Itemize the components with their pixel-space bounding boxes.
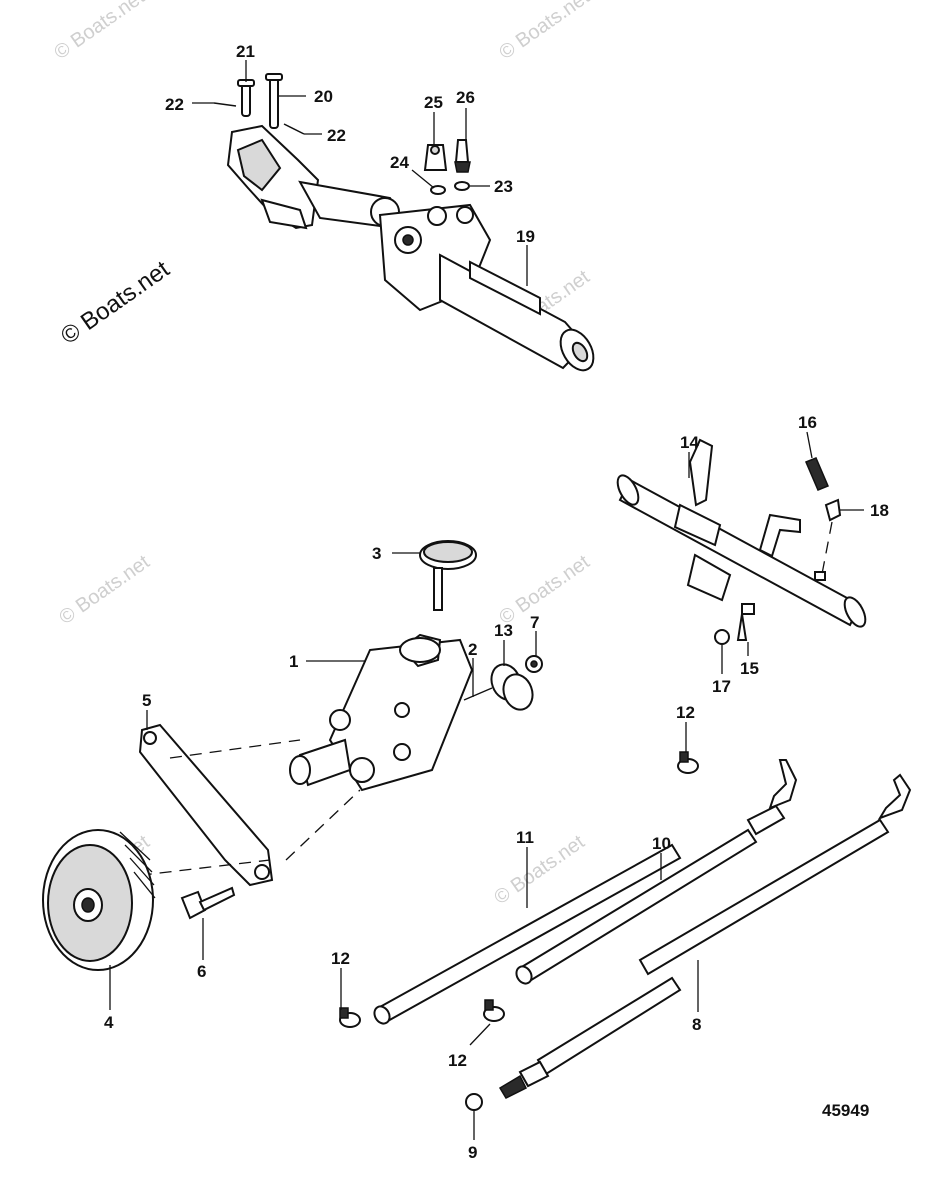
washer-17[interactable] [714,629,730,645]
callout-12: 12 [676,703,695,722]
hose-11[interactable] [371,843,682,1026]
cotter-pin-22-right[interactable] [283,123,305,135]
o-ring-9[interactable] [465,1093,483,1111]
callout-5: 5 [142,691,151,710]
cotter-pin-22-left[interactable] [213,102,237,107]
pin-20[interactable] [265,73,283,129]
hose-clamp-12-left[interactable] [339,1007,361,1028]
callout-10: 10 [652,834,671,853]
sensor-16[interactable] [805,457,829,491]
callout-11: 11 [516,828,534,847]
bolt-6[interactable] [180,886,236,920]
callout-8: 8 [692,1015,701,1034]
callout-4: 4 [104,1013,114,1032]
callout-25: 25 [424,93,443,112]
fitting-18[interactable] [824,498,842,522]
nut-7[interactable] [525,655,543,673]
hose-clamp-12-top[interactable] [677,751,699,774]
watermark-faint: © Boats.net [490,831,589,909]
dashed-line [169,739,301,759]
callout-13: 13 [494,621,513,640]
dashed-line [285,789,361,861]
watermark-faint: © Boats.net [495,551,594,629]
spacer-13[interactable] [487,660,538,713]
callout-15: 15 [740,659,759,678]
hose-8[interactable] [498,773,912,1099]
o-ring-24[interactable] [430,185,446,195]
callout-9: 9 [468,1143,477,1162]
callout-7: 7 [530,613,539,632]
callout-19: 19 [516,227,535,246]
pin-21[interactable] [237,79,255,117]
fitting-26[interactable] [454,139,471,173]
bracket-5[interactable] [138,723,274,887]
callout-24: 24 [390,153,409,172]
fitting-25[interactable] [423,144,448,171]
watermark-faint: © Boats.net [50,0,149,64]
leader-lines [109,60,864,1140]
cooler-14[interactable] [613,438,869,630]
pulley-4[interactable] [42,829,156,971]
callout-12: 12 [448,1051,467,1070]
stud-2[interactable] [463,687,493,701]
callout-22: 22 [327,126,346,145]
callout-21: 21 [236,42,255,61]
callout-6: 6 [197,962,206,981]
callout-18: 18 [870,501,889,520]
callout-1: 1 [289,652,298,671]
figure-number: 45949 [822,1101,869,1120]
o-ring-23[interactable] [454,181,470,191]
watermark-faint: © Boats.net [495,0,594,64]
callout-12: 12 [331,949,350,968]
callout-3: 3 [372,544,381,563]
cap-3[interactable] [419,540,477,611]
steering-cylinder-19[interactable] [226,124,600,376]
callout-26: 26 [456,88,475,107]
hose-10[interactable] [513,759,798,986]
callout-17: 17 [712,677,731,696]
screw-15[interactable] [736,603,755,641]
callout-14: 14 [680,433,699,452]
callout-16: 16 [798,413,817,432]
callout-2: 2 [468,640,477,659]
dashed-line [821,521,833,575]
callouts: 21 20 22 22 25 26 24 23 19 14 16 18 15 1… [104,42,889,1162]
watermark-faint: © Boats.net [55,551,154,629]
pump-1[interactable] [289,633,474,792]
callout-22: 22 [165,95,184,114]
callout-20: 20 [314,87,333,106]
callout-23: 23 [494,177,513,196]
watermark-main: © Boats.net [56,255,175,349]
hose-clamp-12-middle[interactable] [483,999,505,1022]
